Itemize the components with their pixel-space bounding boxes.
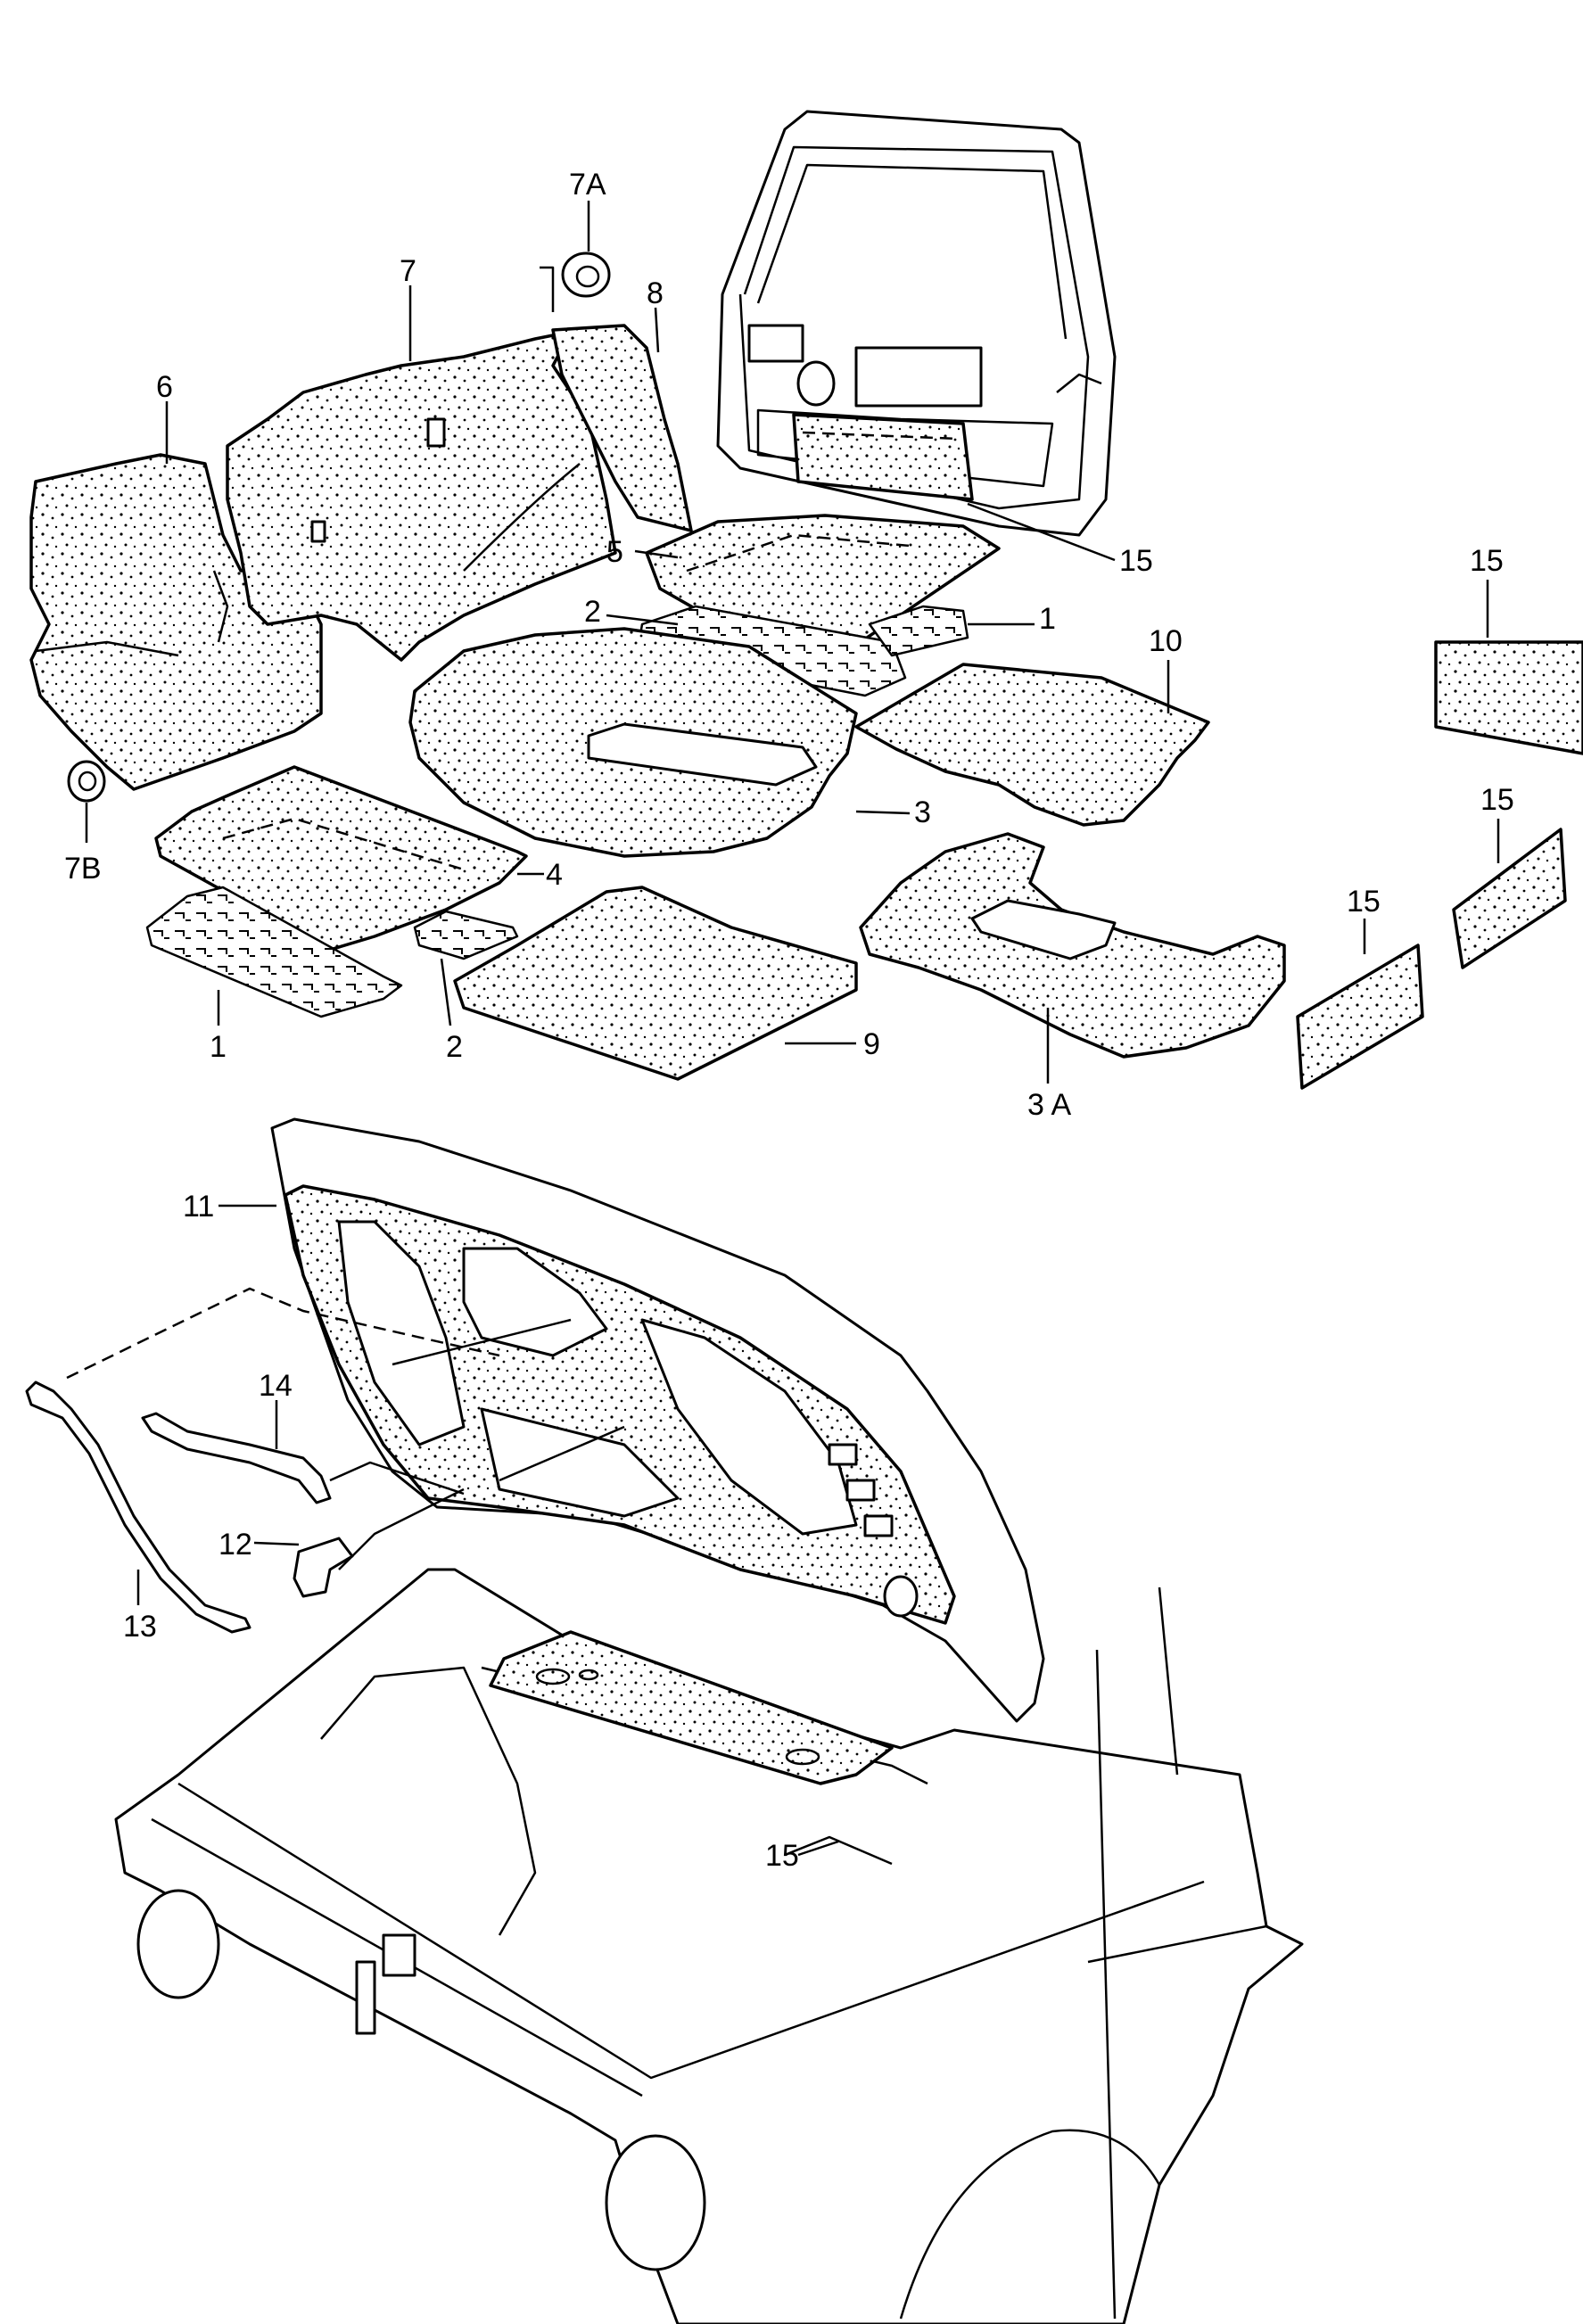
label-2-upper: 2: [584, 595, 601, 629]
part-7b-clip: [67, 760, 106, 803]
part-7-bulkhead-insulation: [226, 330, 617, 662]
label-3a: 3 A: [1027, 1088, 1071, 1122]
label-14: 14: [259, 1369, 293, 1403]
label-15-firewall: 15: [765, 1839, 799, 1873]
car-body: [114, 1568, 1304, 2324]
label-15-door: 15: [1119, 544, 1153, 578]
part-1-grid-mat-upper: [868, 605, 969, 657]
label-7b: 7B: [64, 852, 102, 886]
callout-labels: 6 7 7A 8 7B 15 5 2 1 10 15 3 15 15 4 1 2…: [64, 168, 1514, 1873]
leader-lines: [85, 201, 1500, 1857]
part-1-grid-mat-lower: [145, 886, 403, 1018]
label-13: 13: [123, 1610, 157, 1644]
part-10-floor-insulation: [854, 663, 1210, 827]
part-3a-tunnel-insulation: [859, 832, 1286, 1059]
label-15-right-bottom: 15: [1347, 885, 1381, 919]
label-15-right-middle: 15: [1480, 783, 1514, 817]
label-1-upper: 1: [1039, 602, 1056, 636]
part-9-floor-mat: [453, 886, 858, 1081]
part-3-floor-insulation: [408, 627, 858, 858]
label-5: 5: [606, 535, 623, 569]
part-15-firewall-insulation: [489, 1630, 894, 1785]
label-1-lower: 1: [210, 1030, 227, 1064]
part-15-door-insulation: [792, 413, 974, 501]
part-8-insulation-strip: [551, 324, 693, 532]
label-10: 10: [1149, 624, 1183, 658]
label-2-lower: 2: [446, 1030, 463, 1064]
part-7a-fastener: [540, 251, 611, 312]
label-4: 4: [546, 858, 563, 892]
label-6: 6: [156, 370, 173, 404]
part-15-pad-right-middle: [1452, 828, 1567, 969]
label-3: 3: [914, 795, 931, 829]
label-7: 7: [400, 254, 416, 288]
part-13-seal-strip: [25, 1287, 500, 1634]
part-12-clip: [293, 1488, 465, 1598]
part-2-grid-mat-lower: [413, 910, 519, 960]
label-8: 8: [647, 276, 664, 310]
part-6-side-insulation: [29, 453, 323, 791]
label-15-right-top: 15: [1470, 544, 1504, 578]
label-11: 11: [183, 1190, 214, 1224]
part-14-seal-strip: [141, 1412, 465, 1504]
label-7a: 7A: [569, 168, 606, 202]
label-12: 12: [218, 1528, 252, 1562]
part-15-pad-right-top: [1434, 640, 1583, 755]
part-15-pad-right-bottom: [1296, 944, 1424, 1090]
label-9: 9: [863, 1027, 880, 1061]
